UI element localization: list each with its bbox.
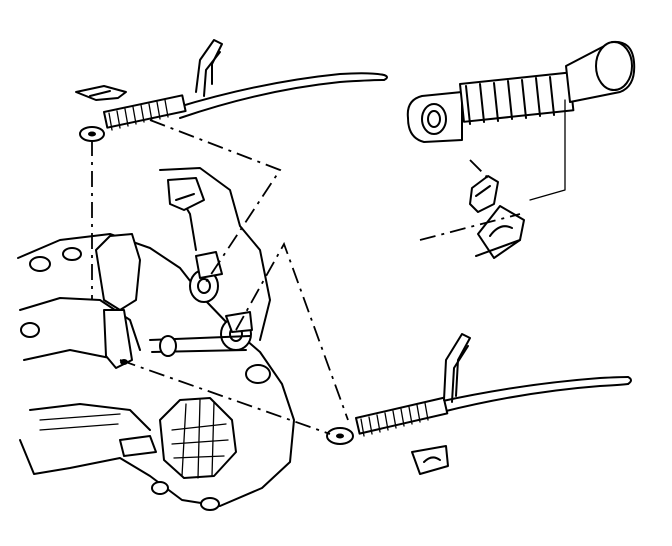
pivot-housing <box>149 167 271 357</box>
upper-cable-bracket-clip <box>195 39 223 97</box>
upper-cable-threaded-end <box>103 94 187 131</box>
upper-cable-eyelet <box>79 126 105 142</box>
transmission-housing <box>17 167 295 511</box>
lower-cable-bracket-clip <box>443 333 471 403</box>
housing-bolts <box>20 247 271 511</box>
upper-shift-cable <box>79 72 388 142</box>
lower-retaining-clip <box>411 445 449 475</box>
differential-detail <box>119 397 237 479</box>
shift-lever-tower <box>95 233 141 369</box>
cable-end-detail <box>406 40 636 201</box>
lower-shift-cable <box>326 376 632 445</box>
lower-cable-eyelet <box>326 427 354 445</box>
lower-cable-threaded-end <box>355 396 449 437</box>
upper-retaining-clip <box>75 85 127 101</box>
alignment-lines <box>91 119 521 435</box>
detail-clip <box>469 175 525 259</box>
